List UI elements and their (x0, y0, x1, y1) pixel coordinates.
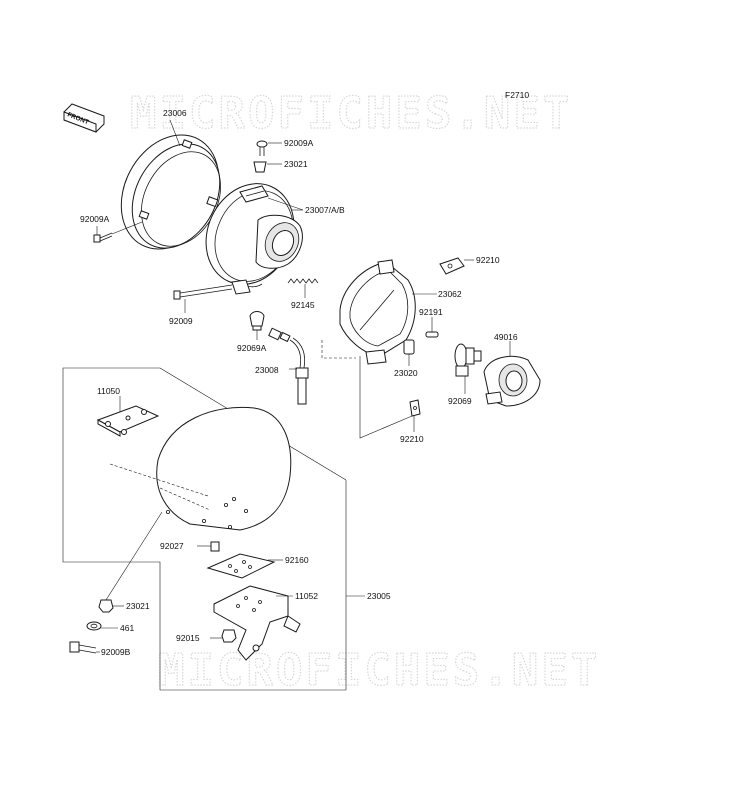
headlight-rim (120, 134, 221, 250)
clip-92210-bottom (409, 399, 421, 417)
grommet-23021-top (253, 161, 267, 173)
label-461: 461 (120, 623, 134, 633)
label-11052: 11052 (295, 591, 318, 601)
label-23021-top: 23021 (284, 159, 308, 169)
holder-23062 (339, 259, 416, 365)
collar-92027 (210, 541, 220, 552)
bracket-11050 (96, 405, 160, 437)
label-92009b: 92009B (101, 647, 131, 657)
socket-wire-23008 (268, 327, 309, 405)
nut-92015 (221, 629, 237, 643)
label-92191: 92191 (419, 307, 443, 317)
bolt-92009b (69, 641, 97, 654)
headlight-cowl (109, 406, 292, 531)
label-92145: 92145 (291, 300, 315, 310)
label-92069: 92069 (448, 396, 472, 406)
screw-92009a-top (256, 140, 268, 156)
bulb-92069 (454, 343, 482, 377)
label-23008: 23008 (255, 365, 279, 375)
label-23005: 23005 (367, 591, 391, 601)
label-92015: 92015 (176, 633, 200, 643)
label-92069a: 92069A (237, 343, 267, 353)
plate-92160 (206, 553, 276, 579)
label-49016: 49016 (494, 332, 518, 342)
label-23062: 23062 (438, 289, 462, 299)
figure-code: F2710 (505, 90, 529, 100)
label-23021-bottom: 23021 (126, 601, 150, 611)
spring-92145 (287, 278, 319, 284)
headlight-unit (205, 183, 303, 288)
clip-92210-top (439, 257, 465, 275)
bulb-92069a (249, 311, 265, 331)
washer-461 (86, 621, 102, 631)
label-92027: 92027 (160, 541, 184, 551)
label-92009a-top: 92009A (284, 138, 314, 148)
label-92210-top: 92210 (476, 255, 500, 265)
label-92160: 92160 (285, 555, 309, 565)
label-92009: 92009 (169, 316, 193, 326)
cover-49016 (483, 356, 541, 407)
label-23007: 23007/A/B (305, 205, 345, 215)
front-arrow-icon: FRONT (63, 103, 105, 133)
pin-92191 (425, 331, 439, 338)
label-23006: 23006 (163, 108, 187, 118)
screw-92009 (173, 279, 251, 300)
watermark-bottom: MICROFICHES.NET (158, 645, 600, 696)
label-23020: 23020 (394, 368, 418, 378)
bracket-11052 (213, 585, 301, 661)
label-92210-bottom: 92210 (400, 434, 424, 444)
label-11050: 11050 (97, 386, 120, 396)
grommet-23021-bottom (98, 599, 114, 613)
watermark-top: MICROFICHES.NET (130, 88, 572, 139)
bushing-23020 (403, 339, 415, 355)
label-92009a-left: 92009A (80, 214, 110, 224)
